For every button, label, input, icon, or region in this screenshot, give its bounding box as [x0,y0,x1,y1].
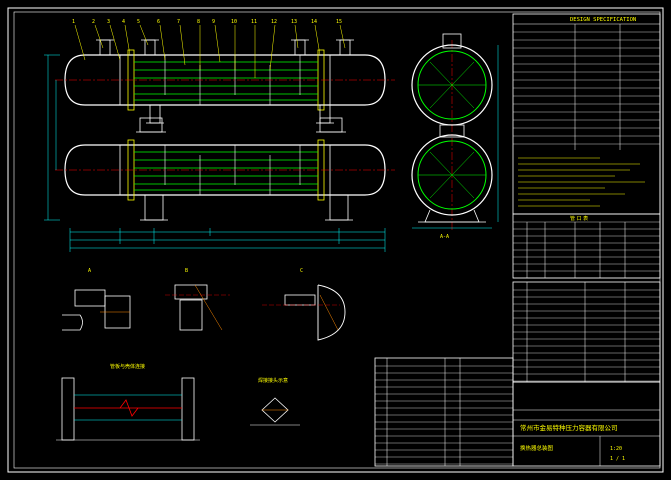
technical-notes [518,157,645,207]
svg-text:1: 1 [72,19,75,25]
detail-c [262,284,346,341]
dimension-lines [69,228,386,252]
balloon-leaders-top [74,24,346,78]
nozzle-rows [513,221,660,279]
end-view-section [411,33,499,232]
svg-text:9: 9 [212,19,215,25]
weld-detail: 焊接接头示意 [250,377,300,426]
intermediate-supports [136,117,346,133]
outer-frame [7,7,664,473]
drawing-name: 换热器总装图 [520,444,554,452]
parts-rows [513,289,660,382]
lower-exchanger-elevation [55,139,395,221]
svg-text:10: 10 [231,19,237,25]
svg-text:2: 2 [92,19,95,25]
drawing-sheet: 1 / 1 [610,456,625,462]
svg-text:6: 6 [157,19,160,25]
svg-text:5: 5 [137,19,140,25]
small-detail-title: 焊接接头示意 [258,377,288,384]
svg-text:11: 11 [251,19,257,25]
title-block [512,381,661,467]
svg-text:4: 4 [122,19,125,25]
svg-text:8: 8 [197,19,200,25]
detail-c-label: C [300,268,303,274]
detail-a-label: A [88,268,91,274]
svg-text:13: 13 [291,19,297,25]
spec-header: DESIGN SPECIFICATION [570,17,636,23]
spec-rows [513,31,660,145]
bottom-detail-title: 管板与壳体连接 [110,363,145,370]
bom-rows [375,365,513,465]
drawing-scale: 1:20 [610,446,622,452]
svg-text:15: 15 [336,19,342,25]
svg-text:7: 7 [177,19,180,25]
upper-exchanger-elevation [55,39,395,124]
company-name: 常州市金易特种压力容器有限公司 [520,423,618,432]
svg-text:3: 3 [107,19,110,25]
tube-sheet-detail: 管板与壳体连接 [56,363,200,441]
detail-a [62,289,131,331]
nozzle-table-title: 管 口 表 [570,215,588,222]
detail-b [165,284,230,331]
svg-text:12: 12 [271,19,277,25]
left-vertical-dimensions [44,54,60,221]
spec-table [512,13,661,215]
section-label: A-A [440,234,449,240]
detail-b-label: B [185,268,188,274]
nozzle-table [512,213,661,279]
svg-text:14: 14 [311,19,317,25]
